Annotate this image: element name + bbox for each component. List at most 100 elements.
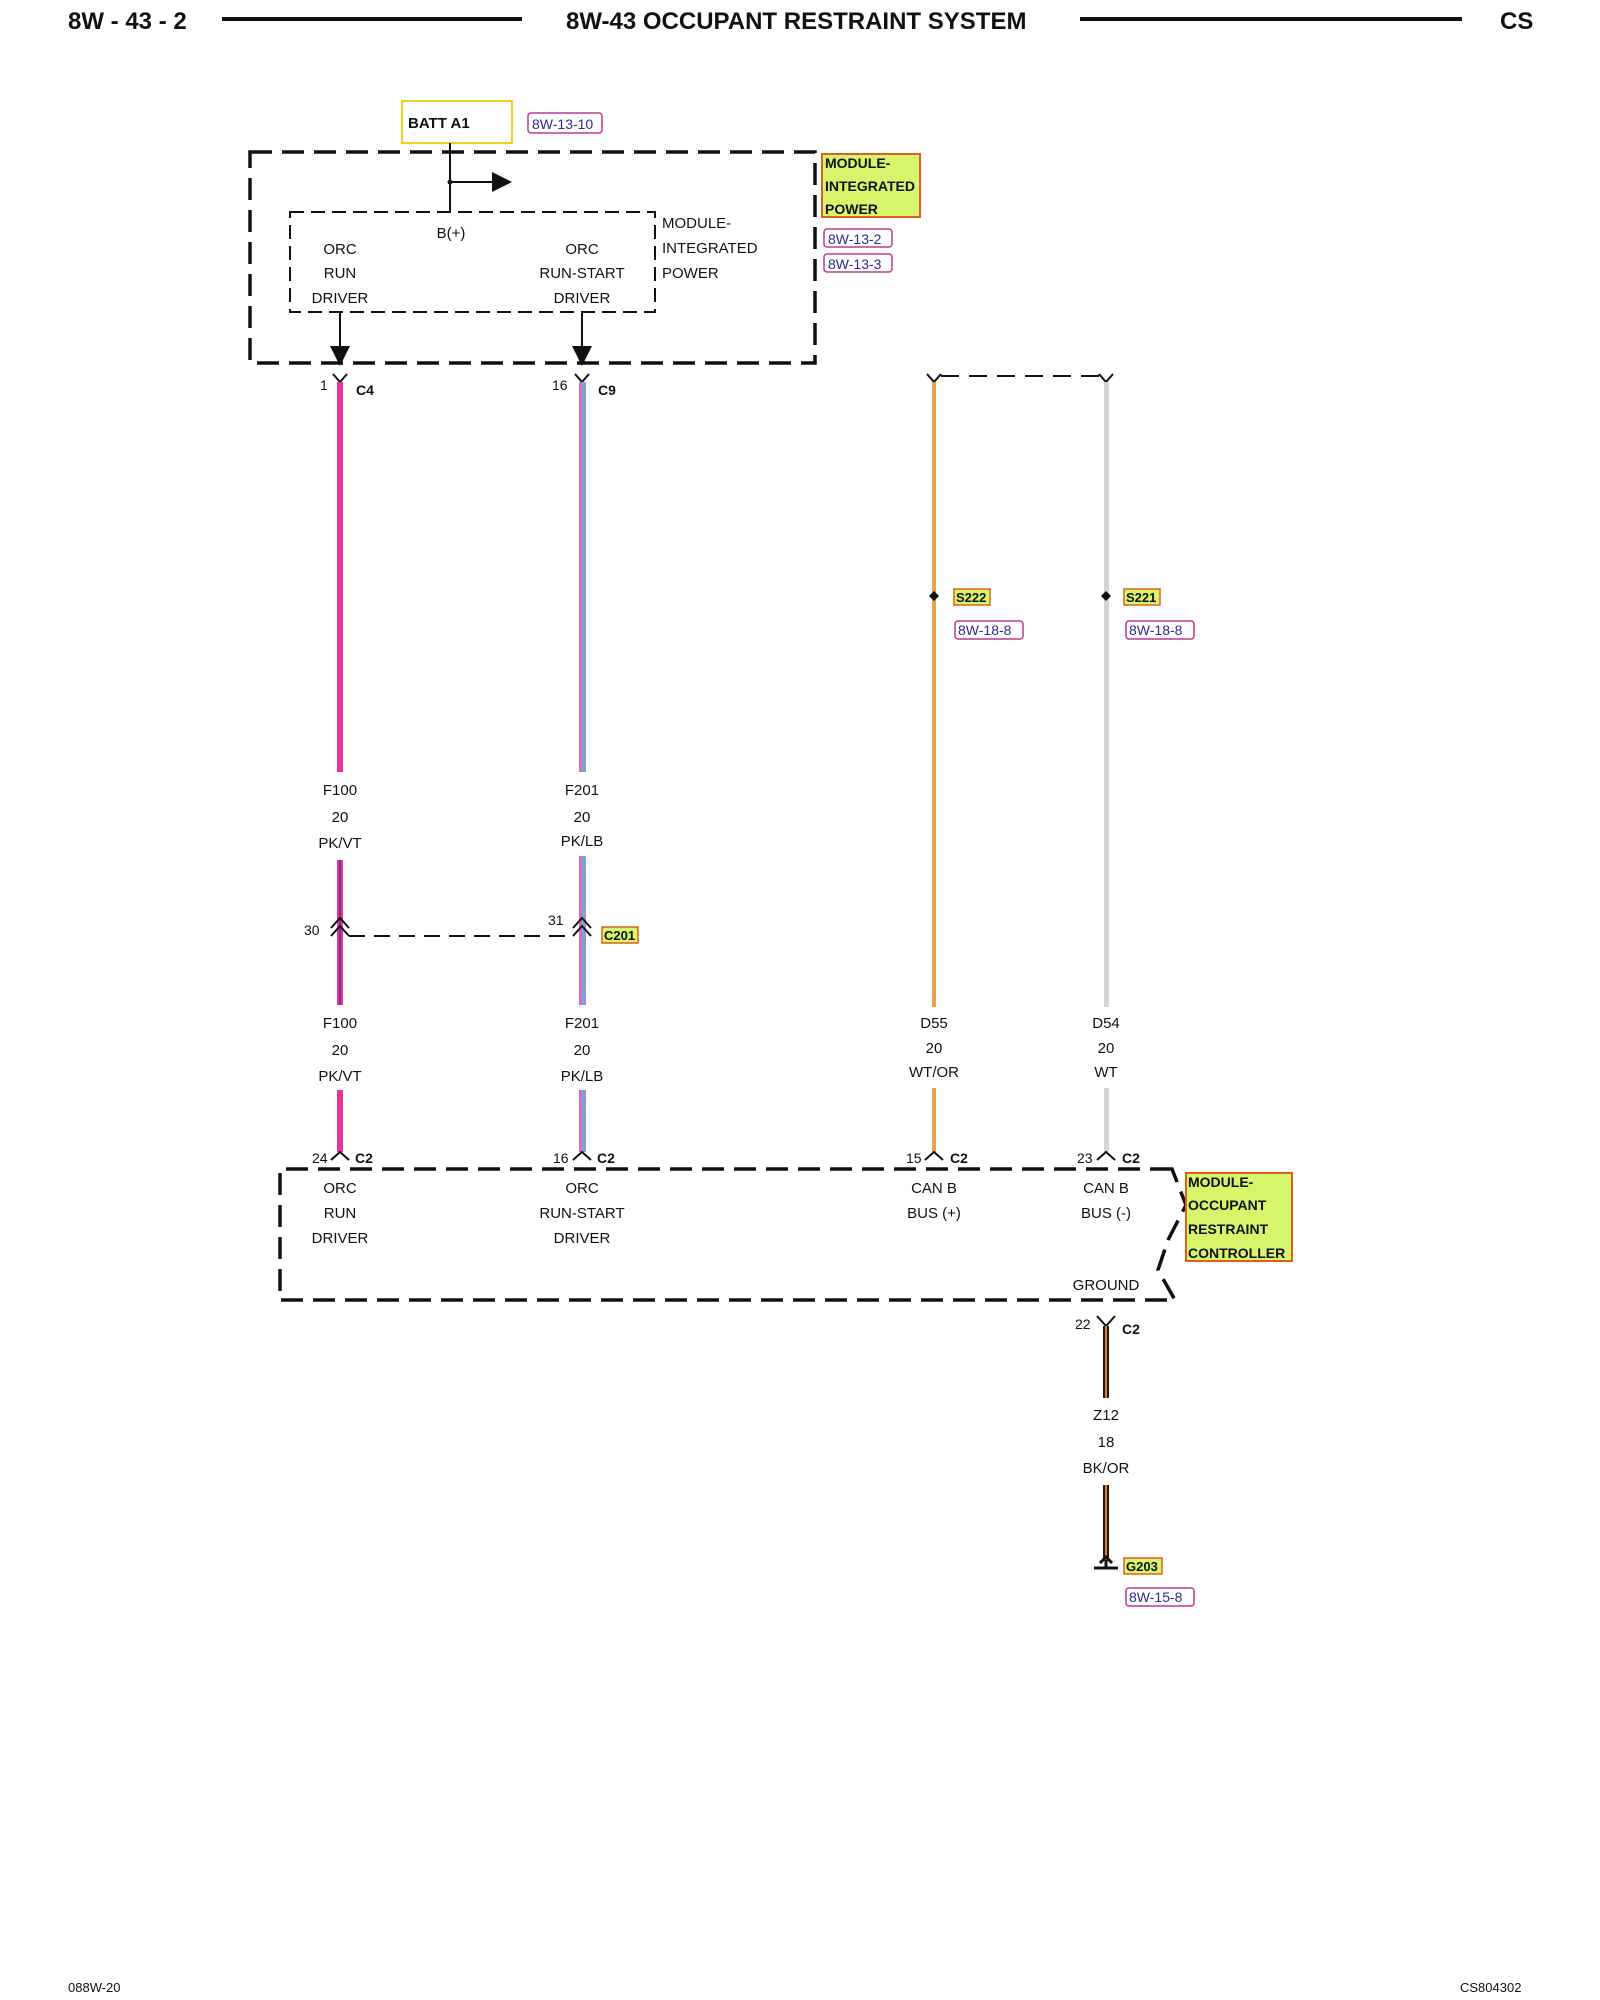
svg-text:D54: D54 [1092, 1015, 1120, 1032]
f100-wire-lower [337, 1090, 343, 1152]
can-plus-c2-symbol [924, 1150, 944, 1161]
batt-a1-box[interactable]: BATT A1 [401, 100, 513, 144]
svg-text:20: 20 [574, 1042, 591, 1059]
c9-connector-label: C9 [598, 382, 616, 398]
svg-text:INTEGRATED: INTEGRATED [825, 178, 915, 194]
svg-text:DRIVER: DRIVER [554, 290, 611, 307]
svg-text:WT/OR: WT/OR [909, 1064, 959, 1081]
run-start-inline-pin: 31 [548, 912, 564, 928]
s221-tag[interactable]: S221 [1123, 588, 1161, 606]
batt-a1-ref-text: 8W-13-10 [532, 116, 593, 132]
c9-connector-symbol [574, 373, 590, 384]
mip-module-tag[interactable]: MODULE- INTEGRATED POWER [821, 153, 921, 218]
svg-text:PK/VT: PK/VT [318, 1068, 361, 1085]
svg-text:OCCUPANT: OCCUPANT [1188, 1197, 1267, 1213]
run-c2-label: C2 [355, 1150, 373, 1166]
svg-text:CONTROLLER: CONTROLLER [1188, 1245, 1285, 1261]
f100-upper-label: F100 20 PK/VT [318, 782, 361, 852]
g203-tag[interactable]: G203 [1123, 1557, 1163, 1575]
svg-text:F100: F100 [323, 1015, 357, 1032]
can-plus-bottom-pin: 15 [906, 1150, 922, 1166]
header-rule-left [222, 17, 522, 21]
orc-run-start-driver-label: ORC RUN-START DRIVER [539, 1180, 624, 1247]
c201-run-start-symbol [572, 916, 592, 937]
d54-wire [1104, 382, 1109, 1007]
svg-text:ORC: ORC [323, 241, 357, 258]
s221-ref[interactable]: 8W-18-8 [1125, 620, 1195, 640]
z12-wire-lower-stripe [1105, 1485, 1107, 1560]
can-minus-bottom-pin: 23 [1077, 1150, 1093, 1166]
c4-connector-symbol [332, 373, 348, 384]
svg-text:Z12: Z12 [1093, 1407, 1119, 1424]
svg-text:BUS (-): BUS (-) [1081, 1205, 1131, 1222]
d54-lower-label: D54 20 WT [1092, 1015, 1120, 1081]
svg-text:8W-18-8: 8W-18-8 [958, 622, 1012, 638]
svg-text:8W-13-2: 8W-13-2 [828, 231, 882, 247]
can-minus-top-symbol [1098, 373, 1114, 384]
svg-text:MODULE-: MODULE- [1188, 1174, 1254, 1190]
c201-tag[interactable]: C201 [601, 926, 639, 944]
svg-text:8W-13-3: 8W-13-3 [828, 256, 882, 272]
d55-lower-label: D55 20 WT/OR [909, 1015, 959, 1081]
svg-text:PK/VT: PK/VT [318, 835, 361, 852]
svg-text:F100: F100 [323, 782, 357, 799]
c4-connector-label: C4 [356, 382, 374, 398]
orc-run-driver-label: ORC RUN DRIVER [312, 1180, 369, 1247]
svg-text:ORC: ORC [565, 1180, 599, 1197]
page-code: 8W - 43 - 2 [68, 8, 187, 35]
batt-a1-ref[interactable]: 8W-13-10 [527, 112, 603, 134]
svg-text:INTEGRATED: INTEGRATED [662, 240, 758, 257]
orc-can-plus-label: CAN B BUS (+) [907, 1180, 961, 1222]
svg-text:8W-15-8: 8W-15-8 [1129, 1589, 1183, 1605]
svg-text:PK/LB: PK/LB [561, 1068, 604, 1085]
svg-text:20: 20 [574, 809, 591, 826]
mip-run-driver-label: ORC RUN DRIVER [312, 241, 369, 307]
svg-text:S221: S221 [1126, 590, 1156, 605]
mip-ref-2[interactable]: 8W-13-3 [823, 253, 893, 273]
f201-wire-upper-stripe [582, 382, 585, 772]
svg-text:RUN: RUN [324, 265, 357, 282]
run-c2-symbol [330, 1150, 350, 1161]
header-rule-right [1080, 17, 1462, 21]
mip-inner-name: MODULE- INTEGRATED POWER [662, 215, 758, 282]
run-top-pin: 1 [320, 377, 328, 393]
svg-text:ORC: ORC [323, 1180, 357, 1197]
s222-tag[interactable]: S222 [953, 588, 991, 606]
svg-text:WT: WT [1094, 1064, 1117, 1081]
svg-text:D55: D55 [920, 1015, 948, 1032]
svg-text:MODULE-: MODULE- [662, 215, 731, 232]
page-title: 8W-43 OCCUPANT RESTRAINT SYSTEM [566, 8, 1027, 35]
svg-text:20: 20 [332, 1042, 349, 1059]
run-start-top-pin: 16 [552, 377, 568, 393]
run-start-bottom-pin: 16 [553, 1150, 569, 1166]
d55-wire [932, 382, 936, 1007]
ground-c2-symbol [1096, 1315, 1116, 1328]
svg-text:PK/LB: PK/LB [561, 833, 604, 850]
f201-wire-lower-stripe [582, 1090, 585, 1152]
f201-upper-label: F201 20 PK/LB [561, 782, 604, 850]
orc-module-box [278, 1167, 1188, 1302]
mip-ref-1[interactable]: 8W-13-2 [823, 228, 893, 248]
d54-wire-lower [1104, 1088, 1109, 1152]
f201-wire-mid-stripe [582, 856, 585, 1005]
z12-wire-upper-stripe [1105, 1326, 1107, 1398]
g203-ground-symbol [1094, 1554, 1118, 1570]
svg-text:CAN B: CAN B [911, 1180, 957, 1197]
d55-wire-lower [932, 1088, 936, 1152]
z12-label: Z12 18 BK/OR [1083, 1407, 1130, 1477]
orc-module-tag[interactable]: MODULE- OCCUPANT RESTRAINT CONTROLLER [1185, 1172, 1293, 1262]
svg-text:BK/OR: BK/OR [1083, 1460, 1130, 1477]
svg-text:S222: S222 [956, 590, 986, 605]
svg-text:F201: F201 [565, 1015, 599, 1032]
svg-text:DRIVER: DRIVER [554, 1230, 611, 1247]
svg-text:RUN: RUN [324, 1205, 357, 1222]
svg-text:POWER: POWER [825, 201, 878, 217]
svg-text:RUN-START: RUN-START [539, 265, 624, 282]
g203-ref[interactable]: 8W-15-8 [1125, 1587, 1195, 1607]
orc-can-minus-label: CAN B BUS (-) [1081, 1180, 1131, 1222]
f201-lower-label: F201 20 PK/LB [561, 1015, 604, 1085]
s222-splice-dot [929, 591, 939, 601]
svg-text:DRIVER: DRIVER [312, 1230, 369, 1247]
mip-run-start-driver-label: ORC RUN-START DRIVER [539, 241, 624, 307]
s222-ref[interactable]: 8W-18-8 [954, 620, 1024, 640]
